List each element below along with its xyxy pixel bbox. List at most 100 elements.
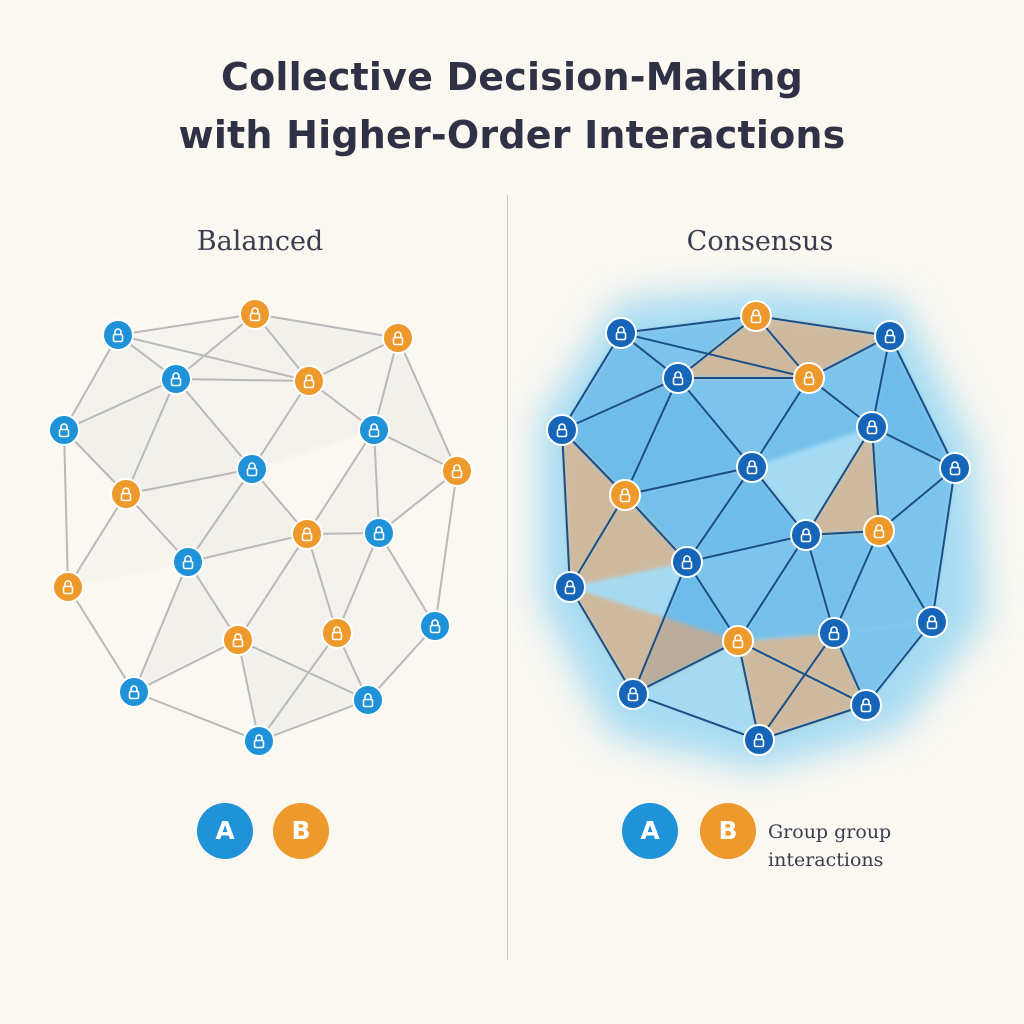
hyperedge-triangle-a	[678, 378, 809, 467]
opinion-a-node	[102, 319, 134, 351]
opinion-b-node	[291, 518, 323, 550]
hyperedge-triangle-b	[678, 316, 809, 378]
opinion-a-node	[916, 606, 948, 638]
opinion-a-node	[419, 610, 451, 642]
opinion-b-node	[609, 479, 641, 511]
hyperedge-triangle	[252, 381, 374, 469]
network-edge	[758, 632, 835, 741]
opinion-b-node	[793, 362, 825, 394]
figure-title: Collective Decision-Making with Higher-O…	[0, 48, 1024, 164]
network-edge	[624, 377, 679, 496]
consensus-nodes	[546, 300, 971, 756]
hyperedge-triangle	[238, 633, 368, 700]
network-edge	[620, 315, 757, 334]
hyperedge-triangle	[307, 533, 379, 633]
hyperedge-triangle-b	[806, 427, 879, 535]
network-edge	[878, 530, 933, 623]
lock-icon	[373, 526, 385, 541]
network-edge	[931, 467, 956, 623]
lock-icon	[828, 626, 840, 641]
hyperedge-triangle	[126, 379, 252, 494]
network-edge	[251, 380, 310, 470]
lock-icon	[128, 685, 140, 700]
lock-icon	[232, 633, 244, 648]
lock-icon	[362, 693, 374, 708]
opinion-a-node	[671, 546, 703, 578]
network-edge	[561, 332, 622, 431]
network-edge	[871, 426, 880, 532]
network-edge	[187, 533, 308, 563]
legend-note-line-2: interactions	[768, 849, 884, 871]
opinion-a-node	[352, 684, 384, 716]
network-edge	[373, 429, 380, 534]
lock-icon	[429, 619, 441, 634]
legend-opinion-b-badge-right: B	[700, 803, 756, 859]
opinion-b-node	[52, 571, 84, 603]
lock-icon	[860, 698, 872, 713]
opinion-a-node	[546, 414, 578, 446]
network-edge	[686, 534, 807, 563]
network-edge	[258, 699, 369, 742]
balanced-nodes	[48, 298, 473, 757]
network-edge	[737, 640, 867, 706]
lock-icon	[672, 371, 684, 386]
lock-icon	[800, 528, 812, 543]
network-edge	[237, 639, 260, 742]
network-edge	[133, 639, 239, 693]
network-edge	[237, 639, 369, 701]
hyperedge-triangle	[176, 379, 309, 469]
network-edge	[175, 313, 256, 380]
hyperedge-triangle-a	[562, 333, 678, 430]
network-edge	[378, 532, 436, 627]
network-edge	[632, 640, 739, 695]
opinion-a-node	[605, 317, 637, 349]
network-edge	[751, 377, 810, 468]
opinion-a-node	[236, 453, 268, 485]
opinion-a-node	[743, 724, 775, 756]
opinion-b-node	[293, 365, 325, 397]
lock-icon	[750, 309, 762, 324]
opinion-b-node	[110, 478, 142, 510]
network-edge	[397, 337, 458, 472]
hyperedge-triangle	[134, 562, 238, 692]
network-edge	[67, 493, 127, 588]
opinion-b-node	[222, 624, 254, 656]
opinion-a-node	[48, 414, 80, 446]
network-edge	[758, 704, 867, 741]
opinion-a-node	[818, 617, 850, 649]
panel-divider	[507, 195, 508, 960]
hyperedge-triangle	[374, 430, 457, 533]
hyperedge-triangle	[188, 534, 307, 640]
hyperedge-triangle	[188, 469, 307, 562]
lock-icon	[253, 734, 265, 749]
lock-icon	[368, 423, 380, 438]
legend-opinion-a-badge-right: A	[622, 803, 678, 859]
network-edge	[67, 586, 135, 693]
lock-icon	[556, 423, 568, 438]
hyperedge-triangle-a	[687, 535, 806, 641]
hyperedge-triangle-a	[834, 622, 932, 705]
opinion-a-node	[939, 452, 971, 484]
lock-icon	[803, 371, 815, 386]
network-edge	[677, 377, 753, 468]
hyperedge-triangle-a	[809, 336, 890, 427]
network-edge	[63, 334, 119, 431]
network-edge	[677, 315, 757, 379]
opinion-b-node	[863, 515, 895, 547]
lock-icon	[753, 733, 765, 748]
legend-group-interactions-note: Group group interactions	[768, 818, 968, 874]
hyperedge-triangle-a	[625, 378, 752, 495]
network-edge	[805, 426, 873, 536]
hyperedge-triangle	[68, 494, 188, 587]
network-edge	[175, 378, 253, 470]
network-edge	[336, 532, 380, 634]
network-edge	[117, 334, 310, 382]
opinion-a-node	[554, 571, 586, 603]
lock-icon	[949, 461, 961, 476]
hyperedge-triangle-a	[621, 316, 756, 378]
legend-opinion-b-badge: B	[273, 803, 329, 859]
hyperedge-triangle	[337, 533, 435, 633]
network-edge	[125, 378, 177, 495]
opinion-b-node	[441, 455, 473, 487]
